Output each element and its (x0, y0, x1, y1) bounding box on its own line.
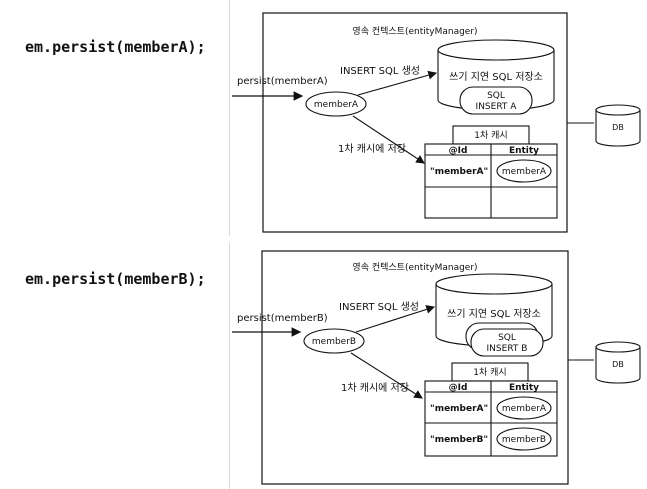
cache-row-id: "memberA" (430, 167, 488, 177)
insert-label: INSERT SQL 생성 (340, 65, 420, 77)
entity-ellipse (303, 328, 365, 354)
entity-label: memberB (312, 337, 356, 347)
sql-store-title: 쓰기 지연 SQL 저장소 (449, 71, 543, 83)
cache-title: 1차 캐시 (473, 366, 506, 378)
sql-store-top (435, 273, 553, 295)
code-line-persist-memberA: em.persist(memberA); (25, 38, 206, 56)
cache-entity-ellipse (496, 427, 552, 451)
cache-save-label: 1차 캐시에 저장 (338, 143, 406, 155)
db-top (595, 104, 641, 116)
divider-line (229, 243, 230, 489)
cache-row-entity: memberA (502, 167, 547, 177)
db-label: DB (612, 123, 624, 132)
cache-header-id: @Id (449, 383, 468, 393)
db-top (595, 341, 641, 353)
entity-ellipse (305, 91, 367, 117)
cache-save-label: 1차 캐시에 저장 (341, 382, 409, 394)
cache-row-entity: memberA (502, 404, 547, 414)
sql-item-line2: INSERT B (487, 344, 528, 354)
db-cylinder (595, 347, 641, 384)
persist-diagram-memberA: 영속 컨텍스트(entityManager) persist(memberA) … (232, 12, 641, 233)
sql-item-line1: SQL (487, 91, 505, 101)
sql-item-line1: SQL (498, 333, 516, 343)
context-title: 영속 컨텍스트(entityManager) (352, 262, 477, 273)
cache-header-entity: Entity (509, 383, 539, 393)
insert-label: INSERT SQL 생성 (339, 301, 419, 313)
first-level-cache-table (424, 143, 558, 219)
entity-label: memberA (314, 100, 359, 110)
db-label: DB (612, 360, 624, 369)
cache-header-id: @Id (449, 146, 468, 156)
persist-diagram-memberB: 영속 컨텍스트(entityManager) persist(memberB) … (232, 250, 641, 485)
divider-line (229, 0, 230, 236)
persist-label: persist(memberA) (237, 76, 328, 87)
sql-item (470, 328, 544, 357)
sql-store-top (437, 39, 555, 61)
cache-entity-ellipse (496, 159, 552, 183)
insert-arrow (357, 70, 438, 96)
cache-save-arrow (352, 115, 425, 164)
persist-label: persist(memberB) (237, 313, 328, 324)
db-cylinder (595, 110, 641, 147)
cache-row-entity: memberB (502, 435, 546, 445)
sql-store-title: 쓰기 지연 SQL 저장소 (447, 308, 541, 320)
code-line-persist-memberB: em.persist(memberB); (25, 270, 206, 288)
context-title: 영속 컨텍스트(entityManager) (352, 26, 477, 37)
cache-row-id: "memberA" (430, 404, 488, 414)
sql-item (459, 86, 533, 115)
cache-header-entity: Entity (509, 146, 539, 156)
cache-title: 1차 캐시 (474, 129, 507, 141)
cache-row-id: "memberB" (430, 435, 488, 445)
sql-item-line2: INSERT A (476, 102, 518, 112)
cache-entity-ellipse (496, 396, 552, 420)
insert-arrow (355, 305, 436, 333)
cache-save-arrow (350, 352, 423, 399)
